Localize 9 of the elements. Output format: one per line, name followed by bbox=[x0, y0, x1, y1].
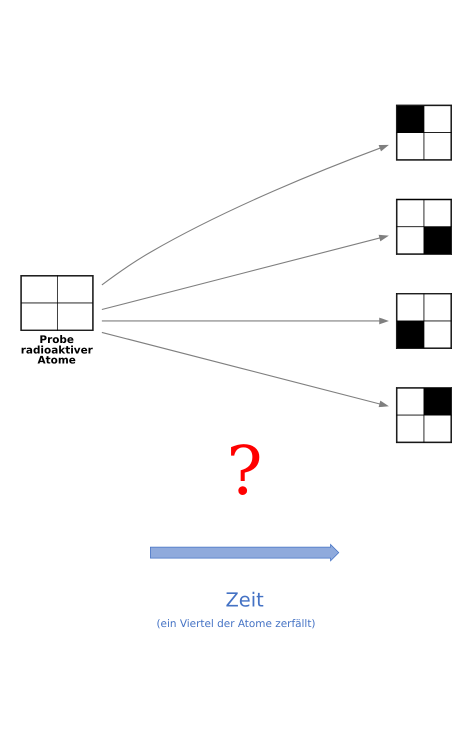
node-label: Probe radioaktiver Atome bbox=[20, 333, 93, 366]
label: ? bbox=[226, 431, 263, 510]
node-arrow bbox=[150, 543, 340, 562]
arrow bbox=[102, 317, 389, 324]
arrow bbox=[102, 331, 389, 407]
label: Zeit bbox=[225, 588, 264, 612]
caption: (ein Viertel der Atome zerfällt) bbox=[156, 618, 316, 630]
arrow bbox=[102, 234, 389, 310]
arrow bbox=[102, 144, 389, 285]
